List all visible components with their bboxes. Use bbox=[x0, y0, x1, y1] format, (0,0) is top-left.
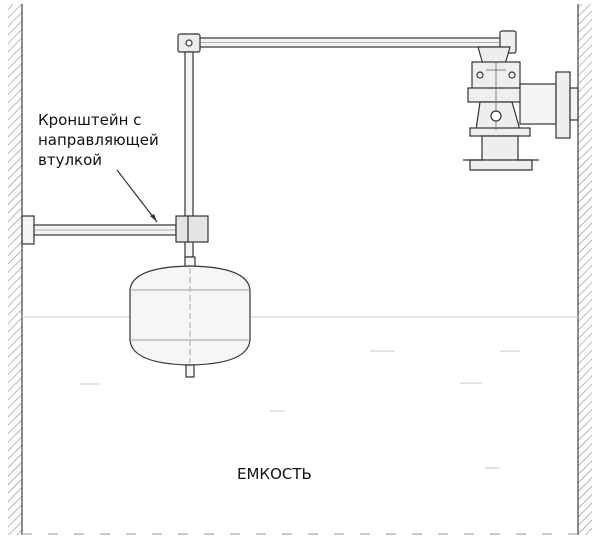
float bbox=[129, 256, 251, 378]
tank-wall-left bbox=[8, 4, 23, 535]
bracket-annotation-line2: направляющей bbox=[38, 131, 159, 149]
water-level bbox=[22, 316, 578, 469]
leader-arrowhead bbox=[150, 214, 157, 222]
tank-wall-right bbox=[577, 4, 592, 535]
bracket-annotation-line3: втулкой bbox=[38, 151, 103, 169]
guide-bushing bbox=[175, 215, 209, 243]
annotation-leader-line bbox=[116, 169, 158, 223]
lever-arm bbox=[189, 37, 511, 48]
bracket-annotation: Кронштейн с направляющей втулкой bbox=[38, 110, 159, 170]
float-valve bbox=[463, 30, 579, 171]
bracket-annotation-line1: Кронштейн с bbox=[38, 111, 142, 129]
lever-hinge bbox=[177, 33, 201, 53]
tank-label: ЕМКОСТЬ bbox=[237, 465, 312, 483]
bracket-arm bbox=[21, 215, 177, 245]
